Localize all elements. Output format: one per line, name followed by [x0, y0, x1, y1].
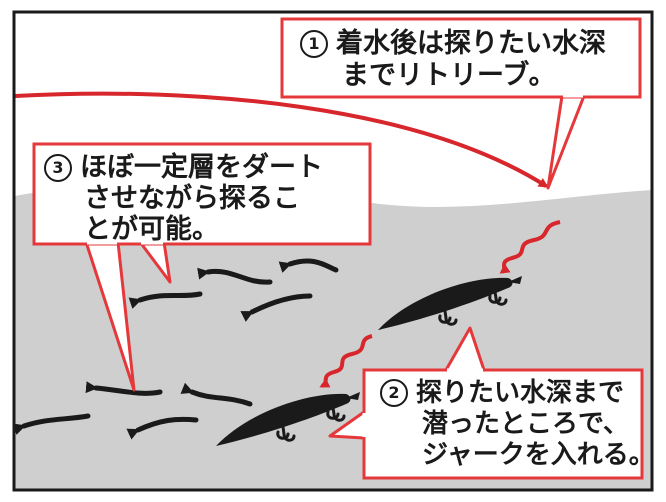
callout-1-line-2: までリトリーブ。 [342, 60, 556, 91]
cast-trajectory-arrow [14, 91, 549, 188]
left-arrow-icon [12, 413, 91, 435]
left-arrow-icon [240, 293, 313, 322]
callout-3-line-1: ほぼ一定層をダート [80, 152, 323, 183]
callout-3-line-3: とが可能。 [84, 214, 219, 245]
left-arrow-icon [278, 258, 339, 273]
callout-3-text: 3 ほぼ一定層をダート させながら探るこ とが可能。 [44, 152, 323, 245]
descent-wave-bottom [319, 334, 373, 388]
callout-3-box [32, 142, 372, 392]
left-arrow-icon [180, 382, 253, 407]
left-arrow-icon [85, 381, 163, 396]
descent-wave-top [499, 220, 561, 274]
callout-2-line-1: 探りたい水深まで [416, 378, 625, 408]
left-arrow-icon [197, 267, 273, 285]
callout-1-text: 1 着水後は探りたい水深 までリトリーブ。 [300, 28, 606, 92]
step-number-1: 1 [300, 30, 328, 58]
callout-2-text: 2 探りたい水深まで 潜ったところで、 ジャークを入れる。 [380, 378, 655, 471]
callout-3-line-2: させながら探るこ [84, 183, 300, 214]
step-number-3: 3 [44, 154, 72, 182]
step-number-2: 2 [380, 379, 408, 407]
callout-1-box [280, 17, 642, 190]
callout-1-line-1: 着水後は探りたい水深 [336, 28, 606, 59]
callout-2-line-2: 潜ったところで、 [422, 409, 629, 439]
left-arrow-icon [126, 416, 199, 440]
callout-2-line-3: ジャークを入れる。 [422, 440, 655, 470]
left-arrow-icon [128, 291, 203, 309]
diagram-frame [12, 10, 654, 492]
callout-2-box [328, 326, 644, 480]
